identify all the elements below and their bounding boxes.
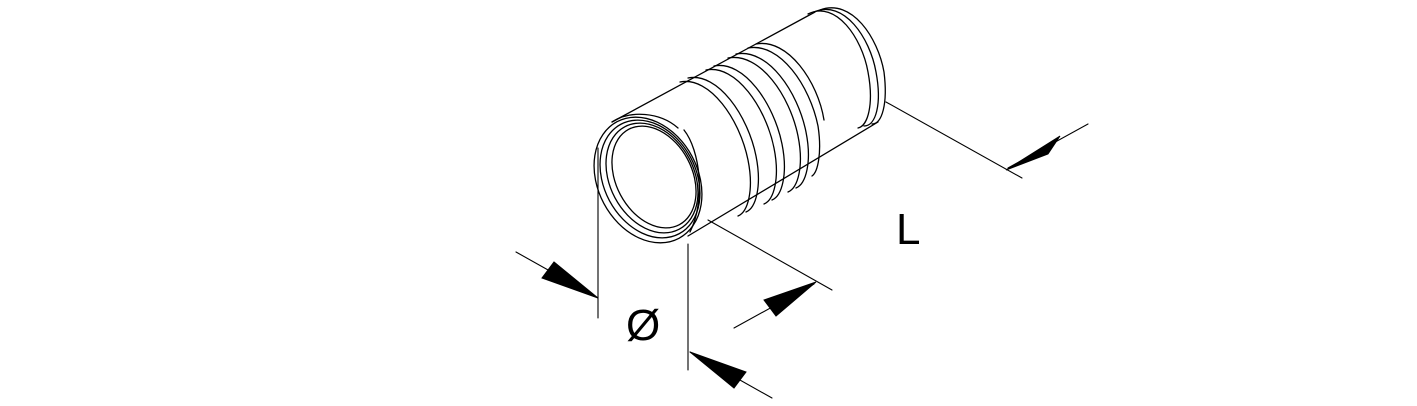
- front-opening: [593, 113, 703, 244]
- diameter-label: Ø: [626, 301, 660, 350]
- length-dimension: L: [707, 101, 1089, 329]
- length-extension-line-back: [885, 101, 1023, 179]
- length-label: L: [896, 205, 920, 254]
- diameter-arrowhead-right: [689, 351, 747, 389]
- back-end-rim: [807, 7, 886, 129]
- corrugation-grooves: [679, 42, 825, 217]
- length-extension-line-front: [707, 219, 833, 291]
- length-arrowhead-left: [763, 281, 817, 317]
- coupling-sleeve: [593, 7, 886, 244]
- length-arrowhead-right: [1005, 135, 1061, 171]
- top-silhouette-line: [611, 11, 816, 123]
- diameter-arrowhead-left: [541, 261, 599, 299]
- diameter-dimension: Ø: [515, 147, 773, 399]
